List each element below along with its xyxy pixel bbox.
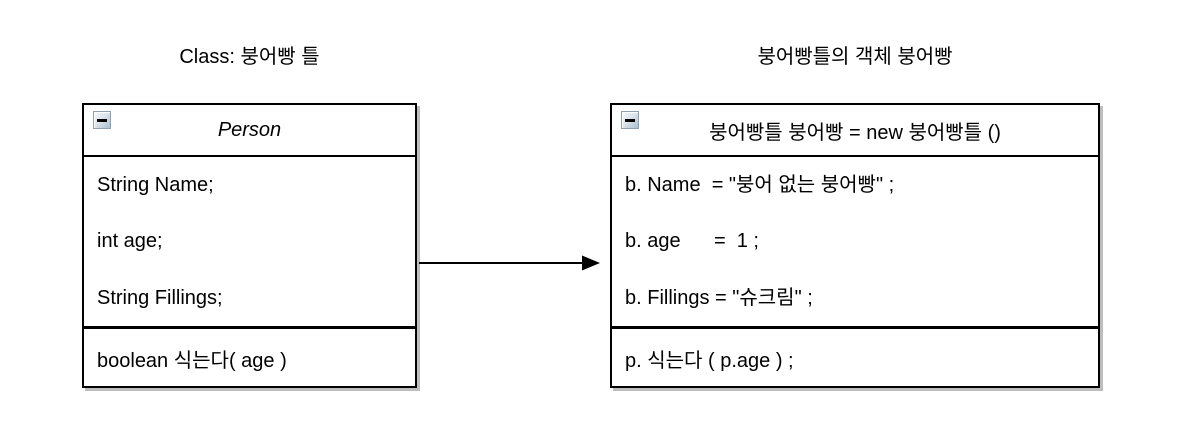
assignment-row: b. age = 1 ; [625, 230, 759, 253]
right-arrow [419, 255, 600, 271]
assignment-row: b. Name = "붕어 없는 붕어빵" ; [625, 174, 895, 197]
class-fields-section: String Name; int age; String Fillings; [84, 157, 415, 329]
object-box-header: 붕어빵틀 붕어빵 = new 붕어빵틀 () [612, 105, 1098, 157]
class-name-label: Person [217, 118, 282, 141]
minus-glyph [97, 118, 107, 122]
class-box-header: Person [84, 105, 415, 157]
left-panel-title: Class: 붕어빵 틀 [179, 46, 320, 68]
object-declaration-label: 붕어빵틀 붕어빵 = new 붕어빵틀 () [709, 121, 1001, 144]
field-row: int age; [97, 230, 163, 253]
object-method-call-section: p. 식는다 ( p.age ) ; [612, 329, 1098, 386]
right-panel-title: 붕어빵틀의 객체 붕어빵 [757, 46, 953, 68]
collapse-minus-icon[interactable] [621, 111, 639, 129]
field-row: String Name; [97, 174, 214, 197]
object-assignments-section: b. Name = "붕어 없는 붕어빵" ; b. age = 1 ; b. … [612, 157, 1098, 329]
object-box: 붕어빵틀 붕어빵 = new 붕어빵틀 () b. Name = "붕어 없는 … [610, 103, 1100, 388]
field-row: String Fillings; [97, 286, 223, 309]
collapse-minus-icon[interactable] [93, 111, 111, 129]
method-row: boolean 식는다( age ) [97, 349, 287, 372]
class-box: Person String Name; int age; String Fill… [82, 103, 417, 388]
method-call-row: p. 식는다 ( p.age ) ; [625, 349, 794, 372]
minus-glyph [625, 118, 635, 122]
class-methods-section: boolean 식는다( age ) [84, 329, 415, 386]
assignment-row: b. Fillings = "슈크림" ; [625, 286, 813, 309]
